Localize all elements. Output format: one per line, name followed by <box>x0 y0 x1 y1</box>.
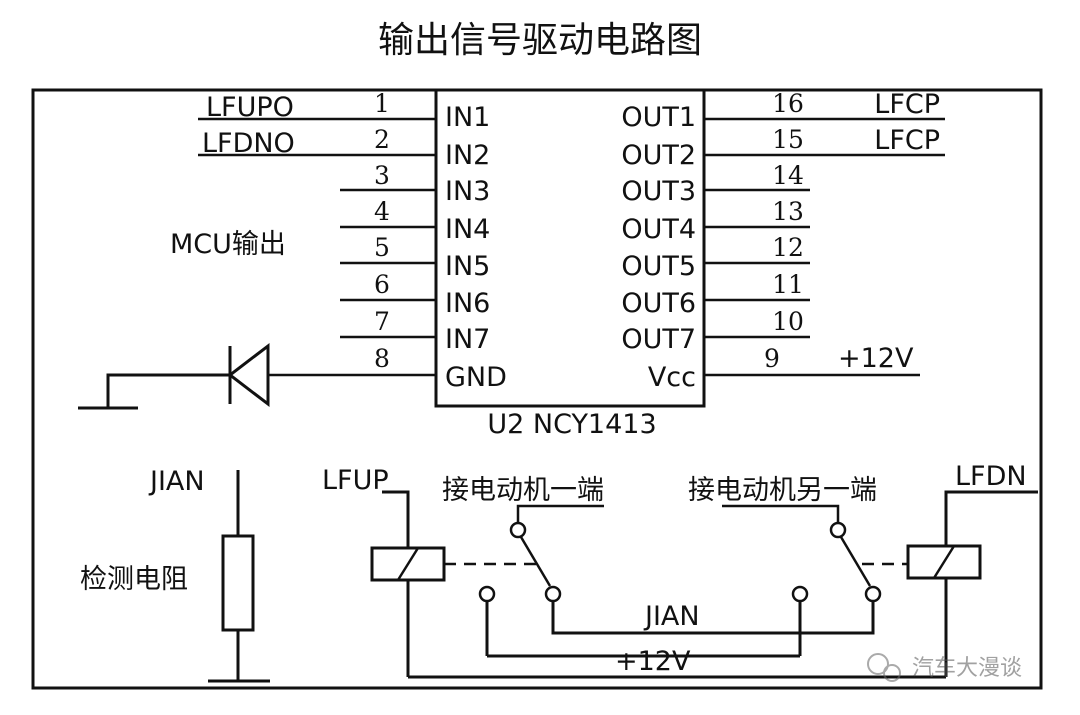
chip-output-labels: OUT1 OUT2 OUT3 OUT4 OUT5 OUT6 OUT7 Vcc <box>621 102 696 393</box>
left-switch-no-terminal <box>478 585 496 603</box>
pin-number-15: 15 <box>772 125 804 154</box>
right-switch-nc-terminal <box>864 585 882 603</box>
right-pin-wires <box>704 117 945 377</box>
outer-frame <box>31 88 1043 690</box>
chip-vcc-label: Vcc <box>648 362 696 393</box>
chip-output-7: OUT7 <box>621 324 696 355</box>
pin-number-12: 12 <box>772 233 804 262</box>
chip-output-3: OUT3 <box>621 176 696 207</box>
lfdn-wire <box>944 490 1038 546</box>
pin-number-8: 8 <box>374 344 390 373</box>
pin-number-7: 7 <box>374 307 390 336</box>
left-switch-blade <box>519 536 552 587</box>
label-motor-end-2: 接电动机另一端 <box>688 475 877 506</box>
label-jian-left: JIAN <box>148 466 205 497</box>
signal-labels: LFUPO LFDNO MCU输出 LFCP LFCP +12V <box>170 89 940 374</box>
wechat-icon-small <box>883 664 901 682</box>
pin-number-11: 11 <box>772 270 804 299</box>
pin-number-2: 2 <box>374 125 390 154</box>
left-switch-common-wire <box>516 504 604 522</box>
chip-input-3: IN3 <box>445 176 490 207</box>
label-lfupo: LFUPO <box>206 92 294 123</box>
pin-number-13: 13 <box>772 197 804 226</box>
ground-wire <box>106 373 230 408</box>
wechat-icon <box>867 653 889 675</box>
diagram-title: 输出信号驱动电路图 <box>378 20 702 61</box>
pin-number-1: 1 <box>374 89 390 118</box>
diode-ground-circuit <box>78 342 270 410</box>
left-pin-wires <box>198 117 436 377</box>
left-switch-common-terminal <box>509 521 527 539</box>
right-switch-common-wire <box>722 504 840 522</box>
chip-output-5: OUT5 <box>621 251 696 282</box>
right-switch-no-terminal <box>791 585 809 603</box>
label-plus12v-top: +12V <box>838 343 914 374</box>
relay-section: LFUP LFDN 接电动机一端 接电动机另一端 JIAN +12V <box>322 461 1038 679</box>
pin-number-9: 9 <box>764 344 780 373</box>
right-pin-numbers: 16 15 14 13 12 11 10 9 <box>764 89 804 373</box>
chip-input-1: IN1 <box>445 102 490 133</box>
chip-name-label: U2 NCY1413 <box>487 409 656 440</box>
chip-input-labels: IN1 IN2 IN3 IN4 IN5 IN6 IN7 GND <box>445 102 507 393</box>
pin-number-16: 16 <box>772 89 804 118</box>
lfup-wire <box>382 490 410 548</box>
watermark-text: 汽车大漫谈 <box>912 656 1022 681</box>
label-lfdn: LFDN <box>955 461 1027 492</box>
left-switch-nc-terminal <box>544 585 562 603</box>
chip-input-4: IN4 <box>445 214 490 245</box>
chip-gnd-label: GND <box>445 362 507 393</box>
chip-input-5: IN5 <box>445 251 490 282</box>
label-lfdno: LFDNO <box>202 128 295 159</box>
chip-output-1: OUT1 <box>621 102 696 133</box>
detection-resistor-icon <box>221 534 255 632</box>
chip-input-7: IN7 <box>445 324 490 355</box>
pin-number-4: 4 <box>374 197 390 226</box>
pin-number-6: 6 <box>374 270 390 299</box>
watermark: 汽车大漫谈 <box>867 653 1022 682</box>
chip-output-6: OUT6 <box>621 288 696 319</box>
chip-input-2: IN2 <box>445 140 490 171</box>
label-lfcp-2: LFCP <box>874 125 940 156</box>
chip-output-4: OUT4 <box>621 214 696 245</box>
jian-bus-wire <box>551 601 875 635</box>
chip-output-2: OUT2 <box>621 140 696 171</box>
label-mcu-output: MCU输出 <box>170 229 286 260</box>
chip-body <box>434 88 706 408</box>
pin-number-5: 5 <box>374 233 390 262</box>
right-switch-common-terminal <box>829 521 847 539</box>
detection-resistor-branch: JIAN 检测电阻 <box>80 466 270 683</box>
label-jian-bottom: JIAN <box>643 601 700 632</box>
label-plus12v-bottom: +12V <box>615 646 691 677</box>
label-detect-resistor: 检测电阻 <box>80 564 188 595</box>
pin-number-10: 10 <box>772 307 804 336</box>
left-coil-slash <box>396 547 420 581</box>
label-motor-end-1: 接电动机一端 <box>442 475 604 506</box>
diode-icon <box>227 342 270 408</box>
label-lfcp-1: LFCP <box>874 89 940 120</box>
right-coil-slash <box>932 545 956 579</box>
chip-input-6: IN6 <box>445 288 490 319</box>
left-pin-numbers: 1 2 3 4 5 6 7 8 <box>374 89 390 373</box>
right-switch-blade <box>839 536 872 587</box>
pin-number-14: 14 <box>772 161 804 190</box>
pin-number-3: 3 <box>374 161 390 190</box>
label-lfup: LFUP <box>322 465 389 496</box>
